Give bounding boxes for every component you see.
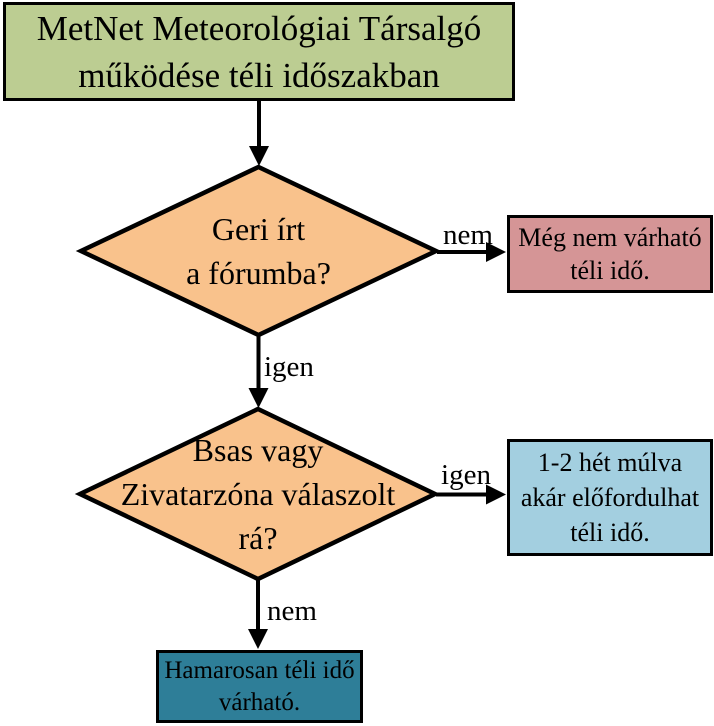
edge-label-decision1-no: nem xyxy=(443,219,493,251)
outcome-maybe-winter-node: 1-2 hét múlva akár előfordulhat téli idő… xyxy=(507,439,713,556)
outcome-soon-winter-node: Hamarosan téli idő várható. xyxy=(156,650,363,723)
decision1-line-2: a fórumba? xyxy=(186,255,331,291)
decision2-line-1: Bsas vagy xyxy=(192,432,324,468)
decision2-diamond xyxy=(74,406,441,582)
decision1-diamond xyxy=(75,164,442,338)
outcome-no-winter-line-1: Még nem várható xyxy=(518,223,702,252)
outcome-no-winter-line-2: téli idő. xyxy=(570,256,650,285)
edge-label-decision2-no: nem xyxy=(267,595,317,627)
decision2-line-2: Zivatarzóna válaszolt xyxy=(120,476,396,512)
title-node: MetNet Meteorológiai Társalgó működése t… xyxy=(3,2,515,101)
edge-label-decision2-yes: igen xyxy=(441,459,491,491)
decision1-line-1: Geri írt xyxy=(211,211,306,247)
decision1-text: Geri írt a fórumba? xyxy=(81,167,436,335)
outcome-soon-winter-line-2: várható. xyxy=(218,688,301,716)
outcome-no-winter-node: Még nem várható téli idő. xyxy=(507,215,713,293)
outcome-maybe-winter-line-2: akár előfordulhat xyxy=(520,483,700,512)
edge-label-decision1-yes: igen xyxy=(264,351,314,383)
outcome-maybe-winter-line-3: téli idő. xyxy=(570,518,650,547)
title-line-1: MetNet Meteorológiai Társalgó xyxy=(36,8,482,48)
outcome-maybe-winter-line-1: 1-2 hét múlva xyxy=(537,448,683,477)
title-line-2: működése téli időszakban xyxy=(78,55,440,95)
decision2-line-3: rá? xyxy=(238,520,278,556)
outcome-soon-winter-line-1: Hamarosan téli idő xyxy=(164,656,355,684)
decision2-text: Bsas vagy Zivatarzóna válaszolt rá? xyxy=(80,409,436,579)
